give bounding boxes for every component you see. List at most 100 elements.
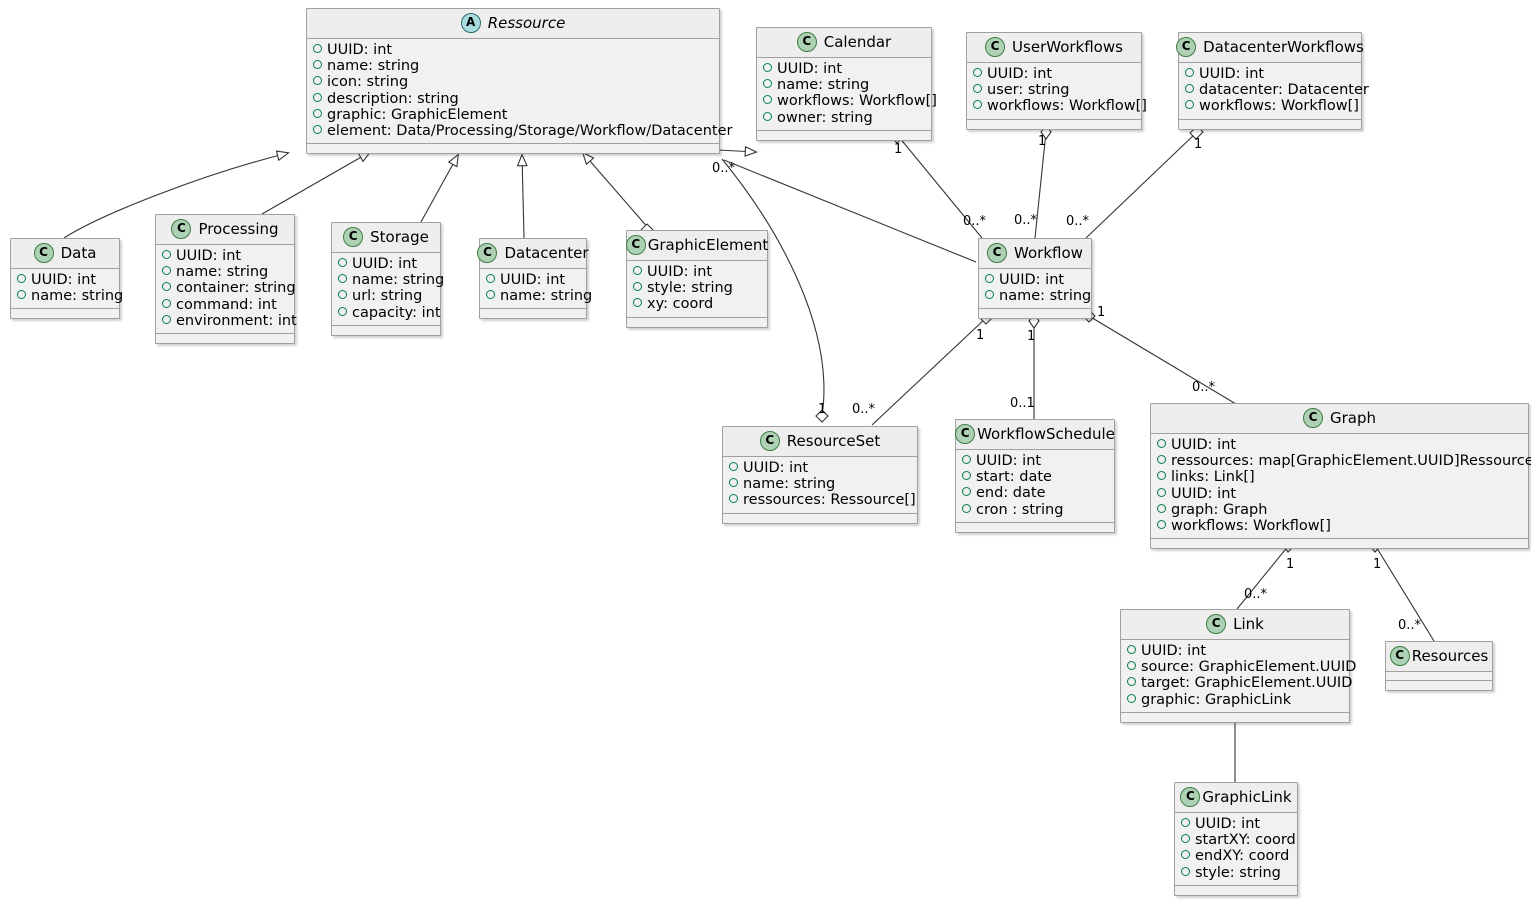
class-icon: C [1302,408,1323,428]
class-icon: C [1176,37,1197,57]
class-methods-resourceset [723,513,917,523]
public-visibility-icon [1127,645,1136,654]
public-visibility-icon [985,290,994,300]
class-attribute: workflows: Workflow[] [973,98,1147,114]
class-name-workflow: Workflow [1014,244,1083,262]
class-attribute-label: ressources: map[GraphicElement.UUID]Ress… [1171,453,1531,470]
class-attribute-label: name: string [999,288,1092,305]
public-visibility-icon [1127,677,1136,687]
public-visibility-icon [729,478,738,488]
multiplicity-label: 0..* [852,402,876,417]
public-visibility-icon [1185,84,1194,94]
class-icon: C [1389,646,1410,666]
class-attribute: name: string [162,264,288,280]
public-visibility-icon [162,266,171,276]
class-header-workflow: C Workflow [979,239,1091,269]
class-attribute-label: UUID: int [743,460,809,476]
class-icon: C [1206,614,1227,634]
multiplicity-label: 0..* [1014,213,1038,228]
class-name-graph: Graph [1329,409,1376,427]
public-visibility-icon [313,44,322,53]
class-icon: C [987,243,1008,263]
public-visibility-icon [633,266,642,275]
class-attribute: style: string [1181,865,1291,881]
class-attribute-label: UUID: int [352,256,418,272]
multiplicity-label: 1 [1373,557,1382,572]
public-visibility-icon [973,100,982,110]
public-visibility-icon [962,455,971,464]
class-attribute: description: string [313,91,713,107]
public-visibility-icon [633,282,642,292]
public-visibility-icon [729,462,738,471]
class-attribute: UUID: int [633,264,761,280]
class-attributes-resources [1386,672,1492,681]
class-attribute: UUID: int [1185,66,1355,82]
class-icon: C [477,243,498,263]
public-visibility-icon [313,92,322,102]
class-attribute-label: workflows: Workflow[] [1171,518,1331,535]
class-attribute-label: UUID: int [1141,643,1207,659]
class-attribute: UUID: int [962,453,1108,469]
public-visibility-icon [962,487,971,497]
class-attribute-label: UUID: int [987,66,1053,82]
public-visibility-icon [162,250,171,259]
class-header-graph: C Graph [1151,404,1528,434]
class-attribute-label: UUID: int [327,42,393,58]
class-attributes-graph: UUID: int ressources: map[GraphicElement.… [1151,434,1531,540]
public-visibility-icon [1157,503,1166,513]
class-attribute-label: cron : string [976,501,1064,518]
class-attribute: UUID: int [1127,643,1343,659]
edge-graphicelement-inherits-ressource [583,153,651,231]
class-icon: C [343,227,364,247]
class-attribute-label: icon: string [327,74,409,91]
class-icon: C [33,243,54,263]
class-attribute-label: capacity: int [352,304,441,321]
public-visibility-icon [1157,520,1166,530]
class-methods-processing [156,334,294,344]
class-icon: C [171,219,192,239]
class-attribute: start: date [962,469,1108,485]
class-attribute: endXY: coord [1181,848,1291,864]
class-attribute: icon: string [313,74,713,90]
class-attribute: UUID: int [162,248,288,264]
public-visibility-icon [1157,439,1166,448]
public-visibility-icon [1127,661,1136,671]
public-visibility-icon [162,282,171,292]
class-attribute-label: UUID: int [176,248,242,264]
class-attribute: UUID: int [338,256,434,272]
class-attribute: UUID: int [1157,486,1522,502]
class-attribute-label: UUID: int [500,272,566,288]
public-visibility-icon [1157,487,1166,497]
class-attribute-label: graphic: GraphicLink [1141,691,1292,708]
class-attribute: command: int [162,297,288,313]
edge-ressource-inherit-anchor [717,150,756,152]
class-attribute-label: container: string [176,280,296,297]
class-attribute-label: name: string [743,476,836,493]
public-visibility-icon [338,306,347,316]
class-attribute-label: UUID: int [1199,66,1265,82]
